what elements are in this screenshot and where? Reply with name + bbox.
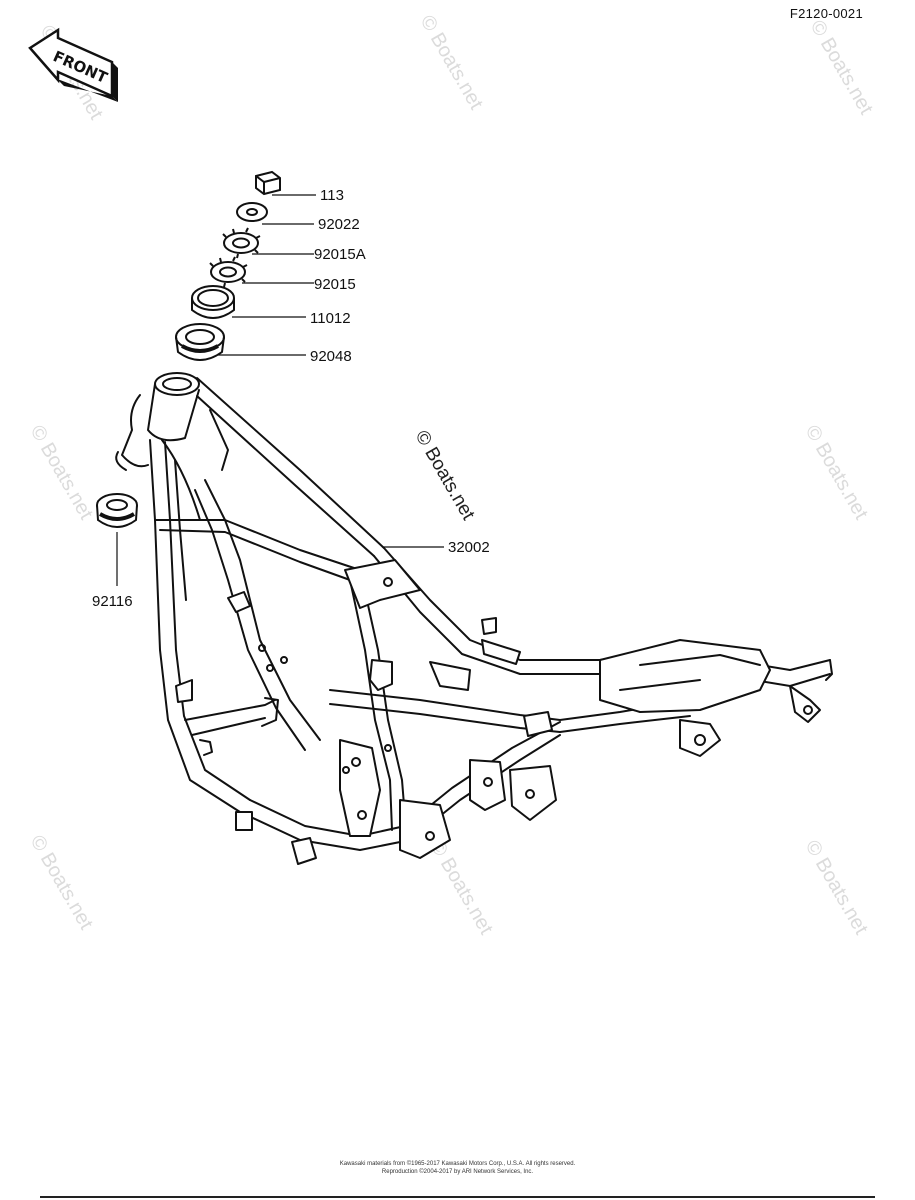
bearing-cap-icon bbox=[191, 285, 235, 319]
lock-nut-icon bbox=[209, 256, 248, 288]
watermark: © Boats.net bbox=[26, 832, 98, 934]
washer-icon bbox=[236, 202, 268, 222]
watermark: © Boats.net bbox=[426, 837, 498, 939]
part-label[interactable]: 32002 bbox=[448, 539, 490, 556]
watermark: © Boats.net bbox=[801, 422, 873, 524]
motorcycle-frame-icon bbox=[115, 372, 833, 865]
watermarks: © Boats.net © Boats.net © Boats.net © Bo… bbox=[26, 12, 878, 939]
steering-stem-parts bbox=[175, 170, 281, 361]
part-label[interactable]: 92116 bbox=[92, 593, 133, 610]
watermark: © Boats.net bbox=[806, 17, 878, 119]
copyright-line: Kawasaki materials from ©1965-2017 Kawas… bbox=[339, 1161, 576, 1167]
lock-nut-icon bbox=[222, 227, 261, 259]
grommet-icon bbox=[96, 493, 138, 528]
stem-nut-icon bbox=[255, 170, 281, 196]
part-label[interactable]: 92022 bbox=[318, 216, 360, 233]
part-label[interactable]: 92048 bbox=[310, 348, 352, 365]
divider bbox=[40, 1196, 875, 1198]
part-label[interactable]: 11012 bbox=[310, 310, 351, 327]
watermark: © Boats.net bbox=[26, 422, 98, 524]
seal-icon bbox=[175, 323, 225, 361]
part-labels: 113 92022 92015A 92015 11012 92048 32002… bbox=[92, 187, 490, 610]
copyright-line: Reproduction ©2004-2017 by ARI Network S… bbox=[381, 1169, 534, 1175]
watermark: © Boats.net bbox=[416, 12, 488, 114]
diagram-code: F2120-0021 bbox=[789, 6, 863, 21]
leader-lines bbox=[116, 194, 444, 586]
watermark-center: © Boats.net bbox=[411, 427, 479, 524]
part-label[interactable]: 92015A bbox=[314, 246, 366, 263]
watermark: © Boats.net bbox=[801, 837, 873, 939]
part-label[interactable]: 113 bbox=[320, 187, 344, 204]
part-label[interactable]: 92015 bbox=[314, 276, 356, 293]
